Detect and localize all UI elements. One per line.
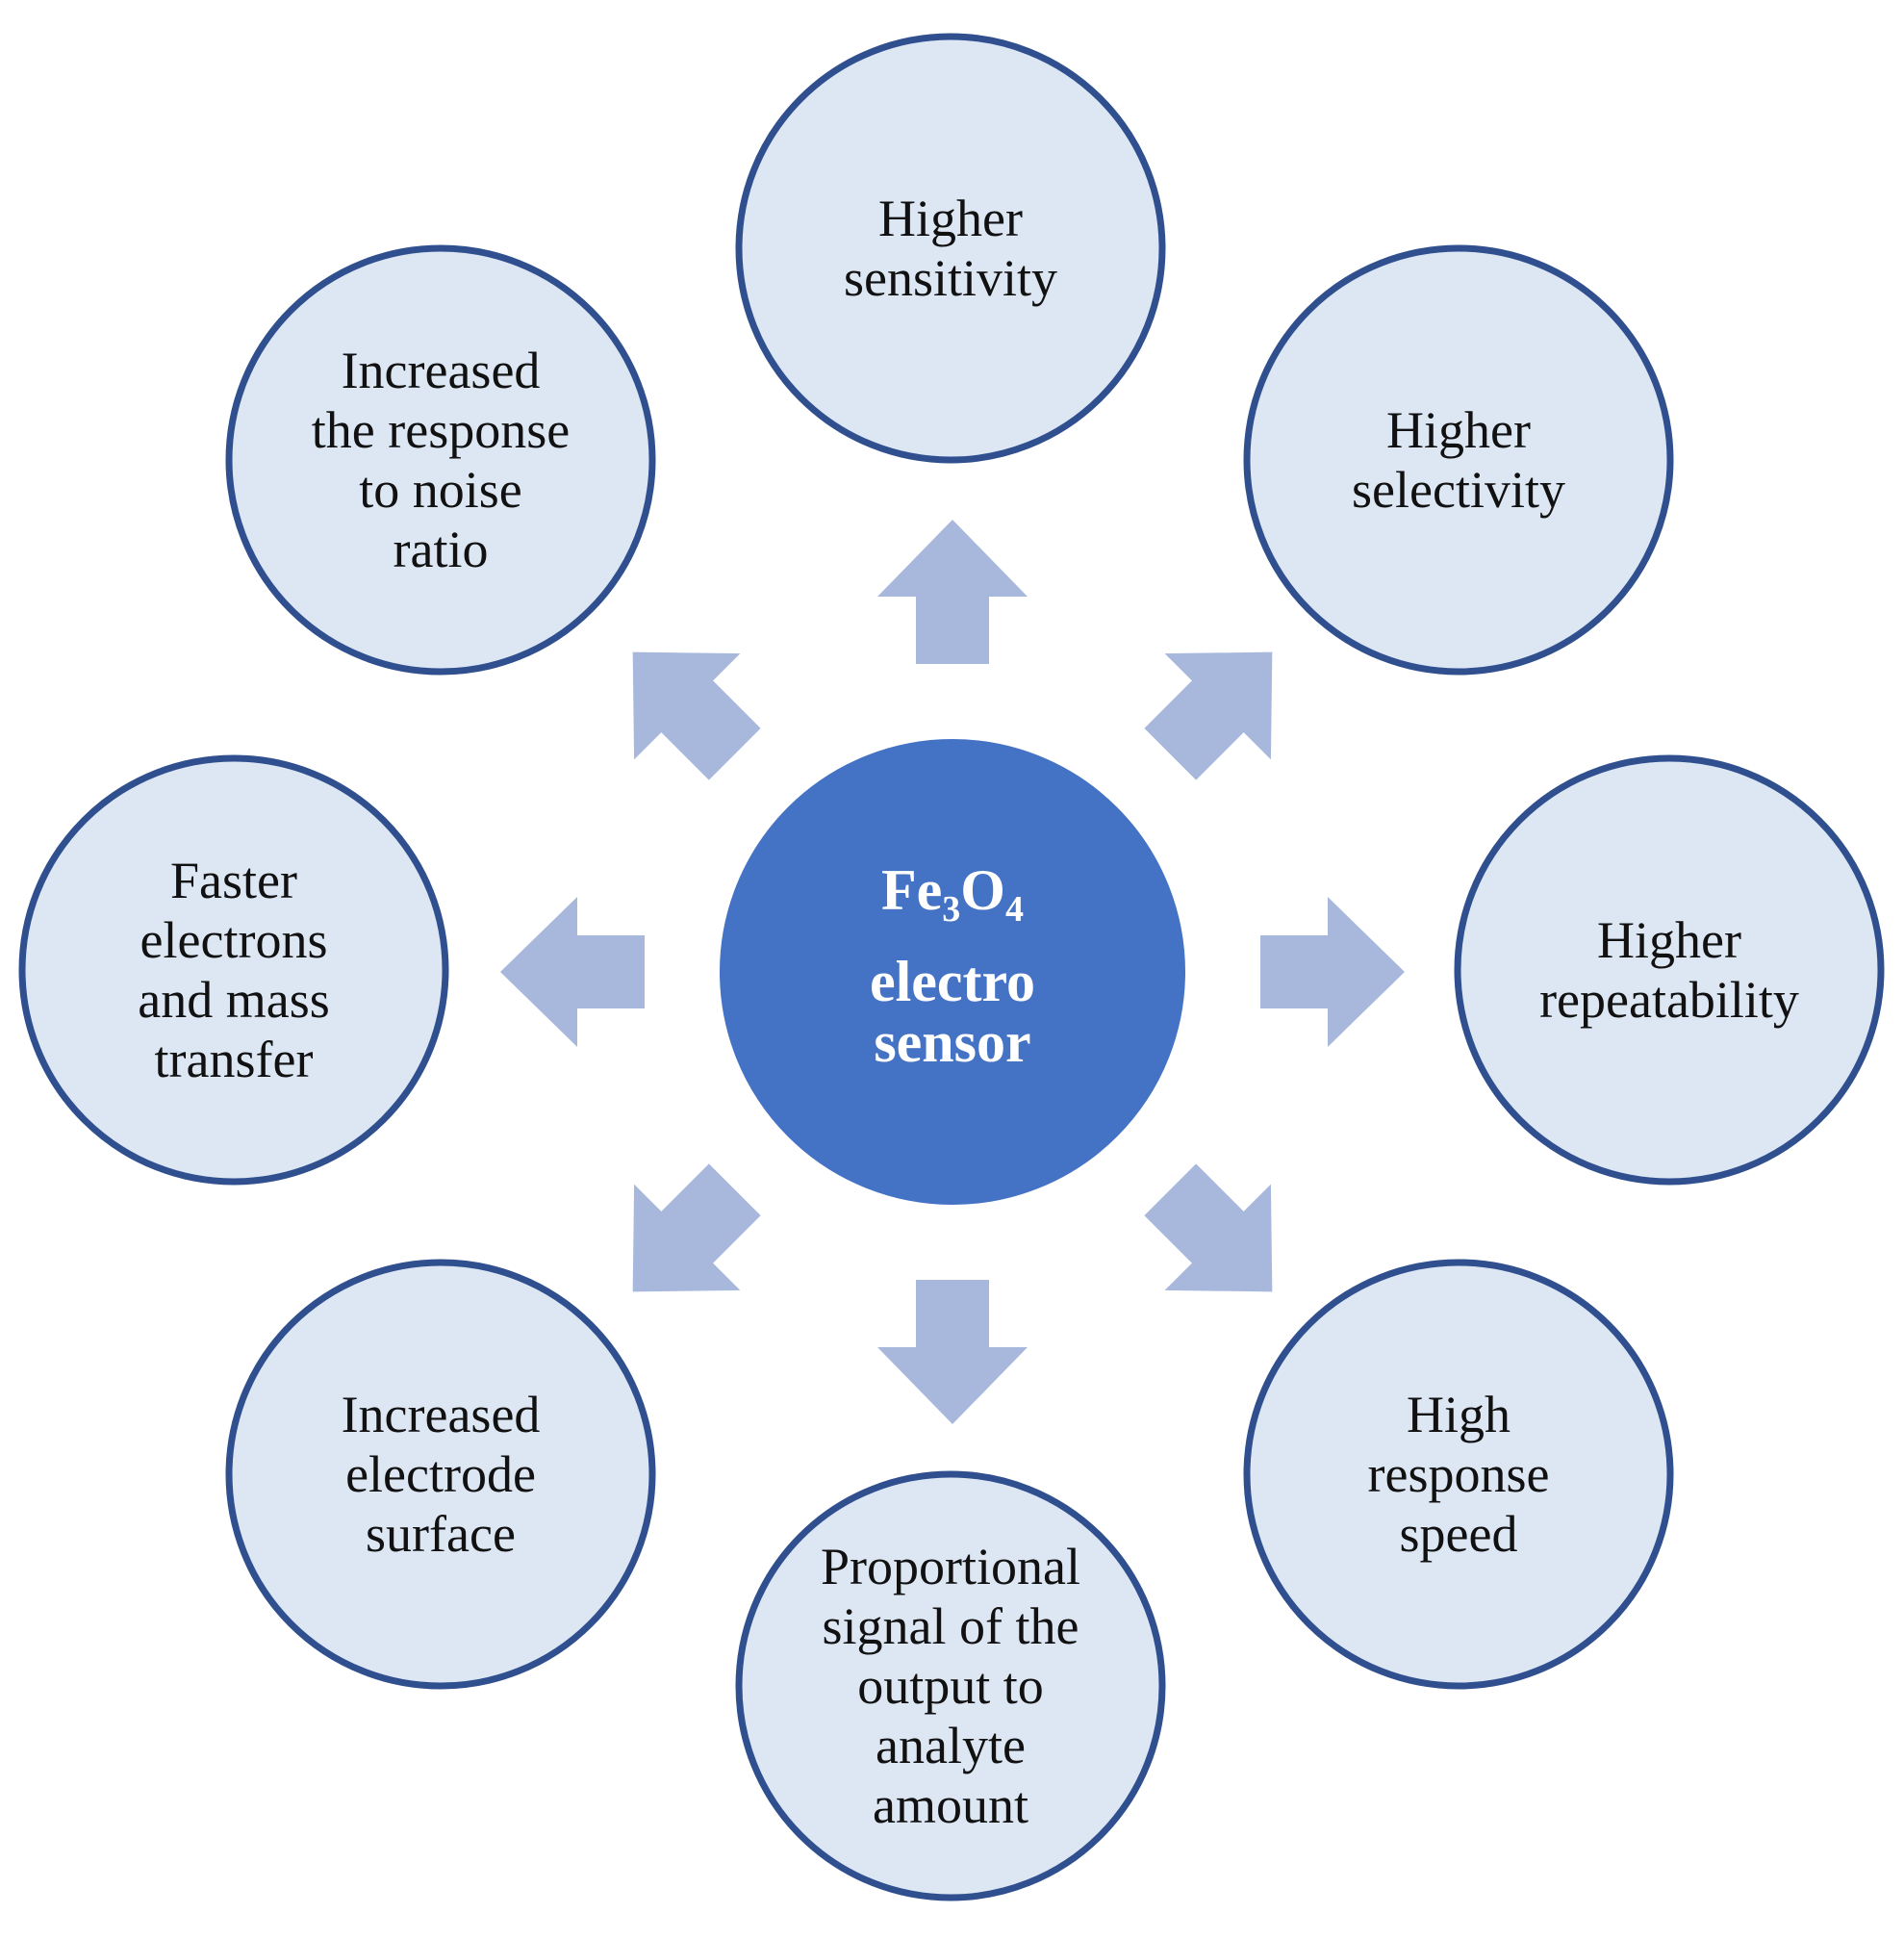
bubble-circle-left: [18, 754, 449, 1186]
arrow-down-left-icon: [632, 1163, 761, 1292]
arrows-group: [500, 520, 1405, 1424]
bubble-top-left-line-3: to noise: [359, 461, 522, 519]
arrow-up-icon: [877, 520, 1028, 664]
bubble-top-left-line-2: the response: [312, 401, 570, 459]
center-line-electro: electro: [870, 950, 1035, 1013]
bubble-top-left-line-1: Increased: [342, 342, 541, 399]
bubble-circle-top-left: [225, 244, 656, 676]
center-circle: [714, 733, 1191, 1211]
bubble-top-left-line-4: ratio: [393, 521, 489, 578]
bubble-bottom-line-1: Proportional: [821, 1538, 1080, 1595]
arrow-up-left-icon: [632, 651, 761, 780]
bubble-top-line-2: sensitivity: [844, 249, 1057, 307]
bubble-top-right-line-1: Higher: [1386, 401, 1531, 459]
arrow-down-right-icon: [1144, 1163, 1273, 1292]
bubble-circle-right: [1454, 754, 1885, 1186]
formula-o: O: [960, 858, 1005, 922]
bubble-bottom-right-line-1: High: [1407, 1386, 1511, 1443]
bubble-left-line-3: and mass: [138, 971, 329, 1029]
bubble-right-line-1: Higher: [1597, 911, 1741, 969]
arrow-left-icon: [500, 897, 645, 1047]
center-formula: Fe3O4: [881, 858, 1024, 930]
bubble-left-line-2: electrons: [140, 911, 328, 969]
bubble-right-line-2: repeatability: [1539, 971, 1799, 1029]
arrow-right-icon: [1260, 897, 1405, 1047]
bubble-top-right-line-2: selectivity: [1352, 461, 1565, 519]
bubble-bottom-line-4: analyte: [876, 1717, 1026, 1774]
center-line-sensor: sensor: [874, 1010, 1030, 1074]
bubble-circle-bottom-right: [1243, 1259, 1674, 1690]
bubble-circle-bottom: [735, 1470, 1166, 1901]
bubble-bottom-line-3: output to: [857, 1657, 1044, 1715]
bubble-bottom-left-line-3: surface: [366, 1505, 516, 1563]
arrow-down-icon: [877, 1280, 1028, 1424]
bubble-bottom-line-2: signal of the: [823, 1597, 1079, 1655]
formula-fe: Fe: [881, 858, 942, 922]
bubble-circle-top: [735, 33, 1166, 464]
bubble-top-line-1: Higher: [878, 190, 1023, 247]
arrow-up-right-icon: [1144, 651, 1273, 780]
center-node: Fe3O4 electro sensor: [714, 733, 1191, 1211]
bubble-bottom-left-line-1: Increased: [342, 1386, 541, 1443]
bubble-bottom-right-line-3: speed: [1400, 1505, 1518, 1563]
bubble-circle-top-right: [1243, 244, 1674, 676]
bubble-circle-bottom-left: [225, 1259, 656, 1690]
formula-sub-4: 4: [1005, 889, 1024, 930]
bubble-left-line-4: transfer: [155, 1031, 314, 1088]
formula-sub-3: 3: [942, 889, 960, 930]
bubble-bottom-right-line-2: response: [1368, 1445, 1550, 1503]
bubble-bottom-line-5: amount: [873, 1776, 1028, 1834]
bubble-bottom-left-line-2: electrode: [345, 1445, 536, 1503]
bubble-left-line-1: Faster: [170, 852, 297, 909]
bubbles-group: HighersensitivityHigherselectivityHigher…: [18, 33, 1885, 1901]
